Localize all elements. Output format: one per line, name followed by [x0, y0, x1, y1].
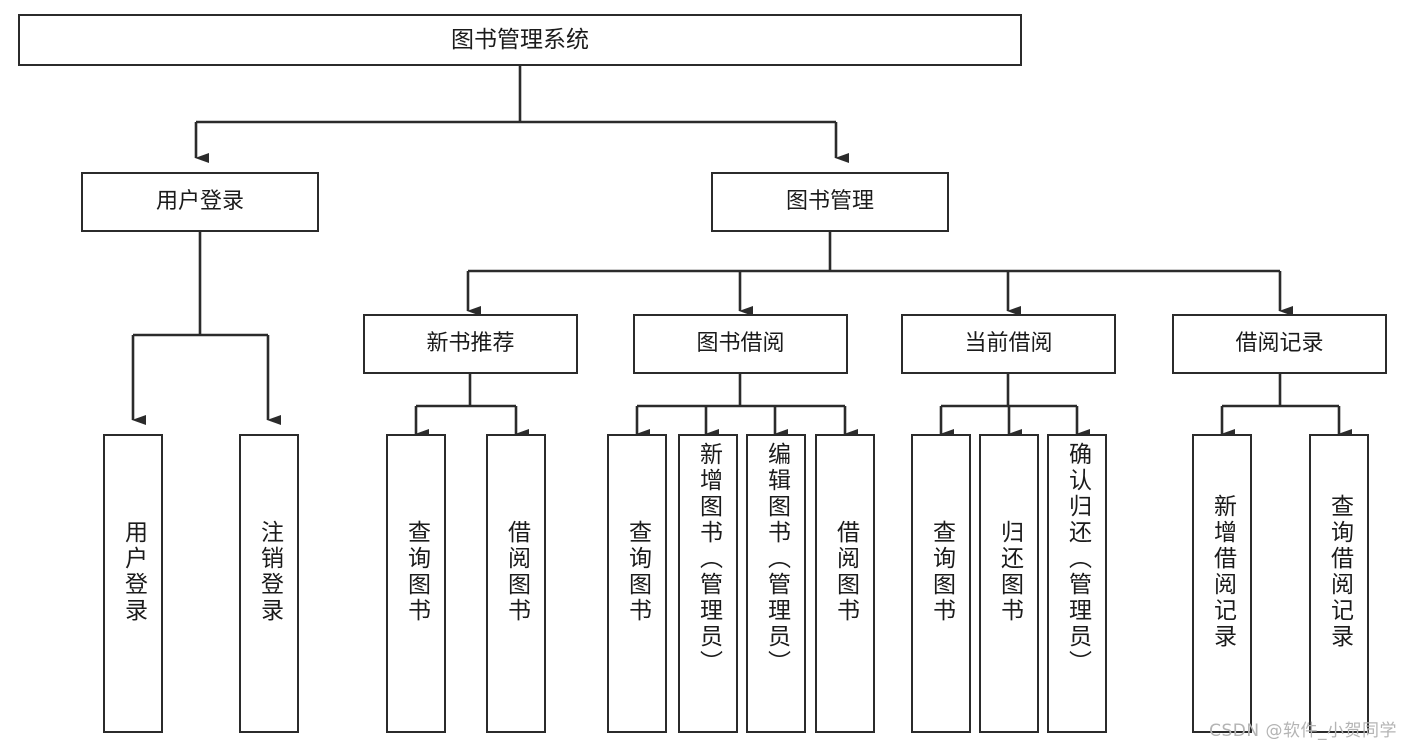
watermark-text: CSDN @软件_小贺同学	[1209, 721, 1397, 741]
node-current-borrow-label: 当前借阅	[964, 331, 1053, 357]
node-user-login-label: 用户登录	[155, 189, 244, 215]
node-borrow-record[interactable]: 借阅记录	[1172, 314, 1387, 374]
leaf-add-book[interactable]: 新增图书（管理员）	[678, 434, 738, 733]
leaf-add-record-label: 新增借阅记录	[1209, 494, 1236, 650]
leaf-logout[interactable]: 注销登录	[239, 434, 299, 733]
node-book-borrow[interactable]: 图书借阅	[633, 314, 848, 374]
leaf-user-login[interactable]: 用户登录	[103, 434, 163, 733]
leaf-query-book-2-label: 查询图书	[624, 520, 651, 624]
node-book-manage-label: 图书管理	[785, 189, 874, 215]
leaf-borrow-book-1[interactable]: 借阅图书	[486, 434, 546, 733]
leaf-query-record-label: 查询借阅记录	[1326, 494, 1353, 650]
node-new-book-rec-label: 新书推荐	[426, 331, 515, 357]
leaf-edit-book[interactable]: 编辑图书（管理员）	[746, 434, 806, 733]
leaf-query-record[interactable]: 查询借阅记录	[1309, 434, 1369, 733]
leaf-return-book[interactable]: 归还图书	[979, 434, 1039, 733]
leaf-user-login-label: 用户登录	[120, 520, 147, 624]
node-root-label: 图书管理系统	[451, 26, 589, 53]
leaf-logout-label: 注销登录	[256, 520, 283, 624]
node-borrow-record-label: 借阅记录	[1235, 331, 1324, 357]
leaf-borrow-book-1-label: 借阅图书	[503, 520, 530, 624]
node-book-borrow-label: 图书借阅	[696, 331, 785, 357]
node-new-book-rec[interactable]: 新书推荐	[363, 314, 578, 374]
node-user-login[interactable]: 用户登录	[81, 172, 319, 232]
node-book-manage[interactable]: 图书管理	[711, 172, 949, 232]
leaf-edit-book-label: 编辑图书（管理员）	[763, 442, 790, 676]
leaf-confirm-return[interactable]: 确认归还（管理员）	[1047, 434, 1107, 733]
leaf-add-record[interactable]: 新增借阅记录	[1192, 434, 1252, 733]
leaf-return-book-label: 归还图书	[996, 520, 1023, 624]
node-root[interactable]: 图书管理系统	[18, 14, 1022, 66]
leaf-borrow-book-2[interactable]: 借阅图书	[815, 434, 875, 733]
leaf-query-book-3-label: 查询图书	[928, 520, 955, 624]
leaf-borrow-book-2-label: 借阅图书	[832, 520, 859, 624]
leaf-query-book-2[interactable]: 查询图书	[607, 434, 667, 733]
node-current-borrow[interactable]: 当前借阅	[901, 314, 1116, 374]
leaf-query-book-1-label: 查询图书	[403, 520, 430, 624]
leaf-query-book-3[interactable]: 查询图书	[911, 434, 971, 733]
leaf-confirm-return-label: 确认归还（管理员）	[1064, 442, 1091, 676]
leaf-query-book-1[interactable]: 查询图书	[386, 434, 446, 733]
leaf-add-book-label: 新增图书（管理员）	[695, 442, 722, 676]
